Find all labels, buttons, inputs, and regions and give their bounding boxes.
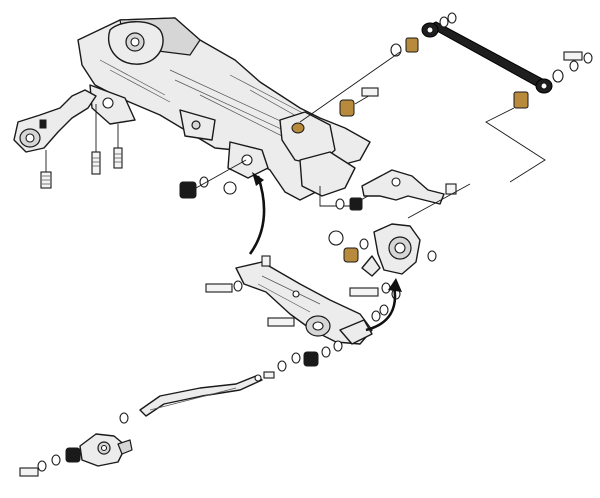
bolt xyxy=(267,317,295,327)
bushing xyxy=(277,351,319,372)
washer xyxy=(321,340,343,358)
washer xyxy=(371,304,389,322)
rear-bushing-bracket xyxy=(19,433,133,477)
bushing xyxy=(179,159,247,199)
bolt xyxy=(119,371,275,424)
upper-control-arm xyxy=(361,169,445,205)
bolt xyxy=(205,280,243,293)
bushing xyxy=(513,51,593,109)
bolt xyxy=(113,124,123,169)
reassembly-arrow xyxy=(248,172,266,255)
bushing xyxy=(390,37,419,57)
rear-knuckle xyxy=(361,223,421,277)
subframe xyxy=(77,17,371,201)
toe-link-rod xyxy=(421,21,553,94)
bushing xyxy=(328,230,437,263)
bolt xyxy=(40,150,52,189)
reassembly-arrow xyxy=(365,278,402,332)
washer xyxy=(439,12,457,28)
bolt xyxy=(91,104,101,175)
lower-control-arm xyxy=(235,261,373,345)
nut xyxy=(261,255,271,267)
bushing xyxy=(339,87,379,117)
trailing-link xyxy=(139,374,263,417)
bushing xyxy=(335,197,363,211)
rear-mount-bracket xyxy=(13,89,97,153)
